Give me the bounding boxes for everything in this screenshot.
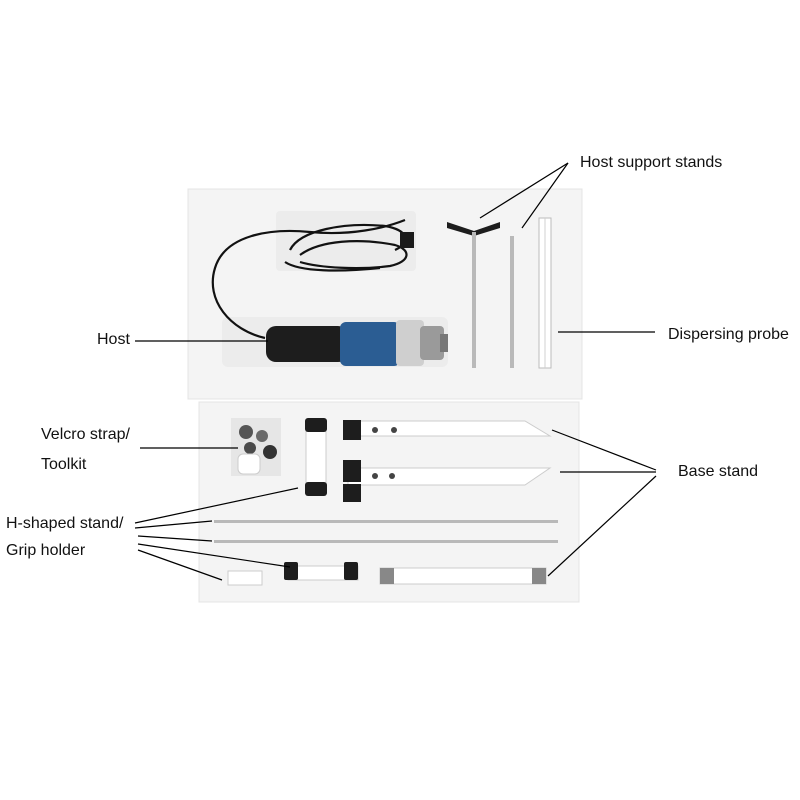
host-support-stand-2: [510, 236, 514, 368]
label-host: Host: [97, 331, 130, 348]
power-cord: [211, 218, 408, 340]
plug: [400, 232, 414, 248]
h-stand-rod-2: [214, 540, 558, 543]
leader-lines: [134, 162, 657, 581]
label-grip-holder: Grip holder: [6, 542, 86, 559]
base-stand-bar-2: [343, 460, 552, 502]
grip-holder-plate: [227, 570, 263, 586]
h-stand-rod-1: [214, 520, 558, 523]
dispersing-probe-item: [538, 217, 552, 369]
label-h-shaped-stand: H-shaped stand/: [6, 515, 124, 532]
grip-holder-vertical: [305, 418, 327, 496]
toolkit-item: [231, 418, 281, 476]
label-host-support-stands: Host support stands: [580, 154, 723, 171]
label-velcro-strap: Velcro strap/: [41, 426, 130, 443]
label-base-stand: Base stand: [678, 463, 759, 480]
host-unit: [266, 320, 448, 366]
base-stand-bar-1: [343, 420, 552, 440]
label-dispersing-probe: Dispersing probe: [668, 326, 789, 343]
base-stand-crossbar: [379, 567, 547, 585]
label-toolkit: Toolkit: [41, 456, 87, 473]
host-support-stand-1: [447, 222, 500, 368]
